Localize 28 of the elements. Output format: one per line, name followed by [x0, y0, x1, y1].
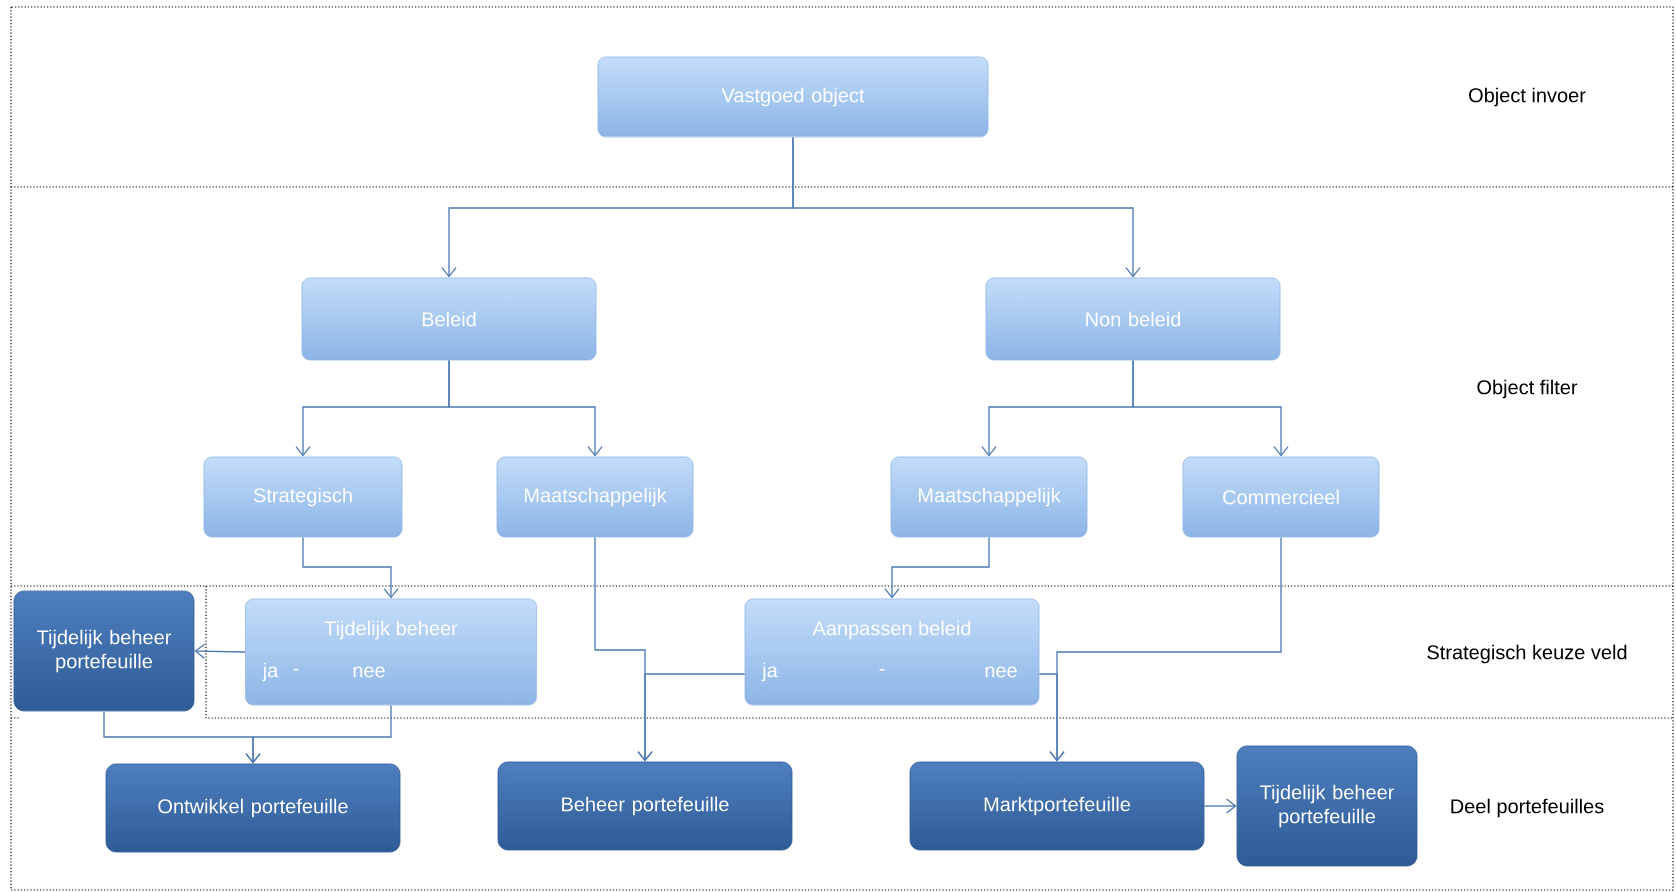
process-box: Strategisch: [203, 456, 403, 538]
arrow: [792, 136, 1141, 278]
arrow: [1203, 798, 1237, 814]
arrow: [194, 643, 246, 659]
process-box: Commercieel: [1182, 456, 1380, 538]
process-box: Maatschappelijk: [890, 456, 1088, 538]
decision-box: Aanpassen beleid ja - nee: [744, 598, 1040, 706]
process-box: Maatschappelijk: [496, 456, 694, 538]
process-box: Ontwikkel portefeuille: [105, 763, 401, 853]
section-label: Strategisch keuze veld: [1427, 644, 1627, 664]
arrow: [302, 536, 399, 599]
section-label: Object filter: [1477, 379, 1578, 399]
arrow: [884, 536, 990, 599]
arrow: [245, 704, 392, 764]
arrow: [637, 673, 746, 762]
process-box: Tijdelijk beheer portefeuille: [13, 590, 195, 712]
arrow: [1132, 359, 1289, 457]
arrow: [448, 359, 603, 457]
process-box: Non beleid: [985, 277, 1281, 361]
process-box: Marktportefeuille: [909, 761, 1205, 851]
arrow: [1038, 673, 1065, 762]
process-box: Tijdelijk beheer portefeuille: [1236, 745, 1418, 867]
process-box: Beheer portefeuille: [497, 761, 793, 851]
process-box: Vastgoed object: [597, 56, 989, 138]
section-label: Deel portefeuilles: [1451, 798, 1604, 818]
decision-box: Tijdelijk beheer ja - nee: [245, 598, 537, 706]
section-label: Object invoer: [1469, 87, 1586, 107]
process-box: Beleid: [301, 277, 597, 361]
